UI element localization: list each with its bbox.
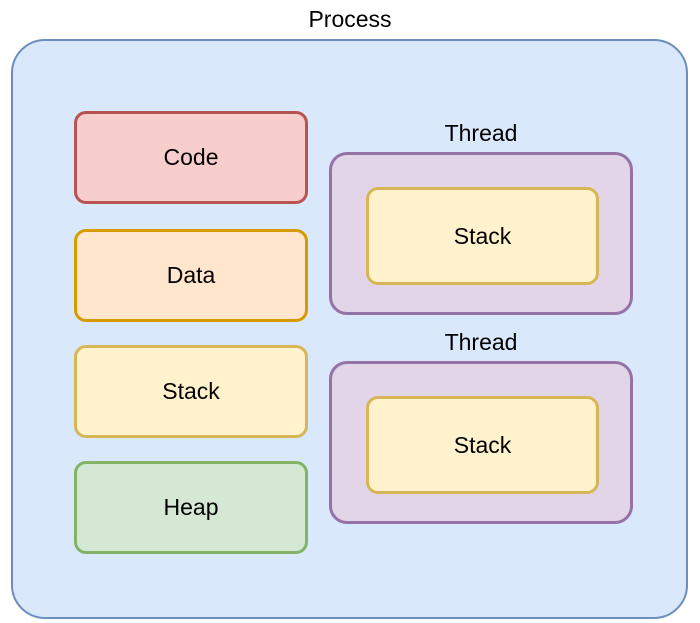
thread-1-label: Thread — [444, 120, 518, 146]
segment-data-label: Data — [166, 262, 216, 288]
process-container: Code Data Stack Heap Thread Stack Thread — [11, 39, 688, 619]
segment-heap: Heap — [74, 461, 308, 554]
segment-code: Code — [74, 111, 308, 204]
segment-code-label: Code — [163, 144, 219, 170]
segment-data: Data — [74, 229, 308, 322]
thread-2-container: Stack — [329, 361, 633, 524]
segment-stack-label: Stack — [162, 378, 220, 404]
thread-1-container: Stack — [329, 152, 633, 315]
thread-group-2: Thread Stack — [329, 328, 633, 524]
thread-2-stack: Stack — [366, 396, 599, 494]
thread-2-stack-label: Stack — [453, 431, 512, 458]
thread-2-label: Thread — [444, 329, 518, 355]
segment-heap-label: Heap — [163, 494, 219, 520]
thread-1-stack-label: Stack — [453, 222, 512, 249]
process-title: Process — [308, 6, 392, 32]
thread-group-1: Thread Stack — [329, 119, 633, 315]
segment-stack: Stack — [74, 345, 308, 438]
thread-1-stack: Stack — [366, 187, 599, 285]
